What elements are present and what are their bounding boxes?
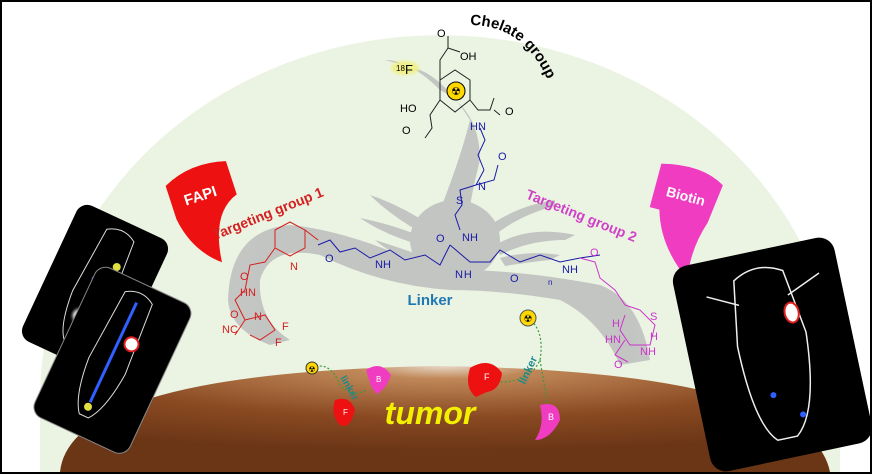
svg-text:☢: ☢ xyxy=(451,86,461,98)
b-label: B xyxy=(548,412,554,422)
linker-label: Linker xyxy=(407,292,452,309)
chem-o: O xyxy=(402,125,411,137)
chelate-structure xyxy=(424,36,501,139)
chem-o: O xyxy=(437,28,446,40)
chem-o: O xyxy=(230,309,239,321)
chem-o: O xyxy=(505,106,514,118)
scorpion-shadow xyxy=(228,60,650,365)
f-label: F xyxy=(343,408,348,417)
radiation-symbol-chelate: ☢ xyxy=(446,81,466,101)
chem-nh: NH xyxy=(640,346,656,358)
chem-o: O xyxy=(240,271,249,283)
svg-text:☢: ☢ xyxy=(524,314,533,325)
chem-f: F xyxy=(275,337,282,349)
chem-o: O xyxy=(590,247,599,259)
chem-nh: N H xyxy=(455,269,472,281)
chem-nc: NC xyxy=(222,324,238,336)
chem-hn: HN xyxy=(470,121,486,133)
isotope-symbol: F xyxy=(405,62,413,77)
chem-n: N xyxy=(478,181,486,193)
chem-o: O xyxy=(325,253,334,265)
chem-oh: OH xyxy=(460,51,477,63)
isotope-mass: 18 xyxy=(396,64,405,73)
tumor-label: tumor xyxy=(385,395,477,431)
chem-s: S xyxy=(456,195,463,207)
biotin-structure xyxy=(579,257,656,363)
chem-f: F xyxy=(282,321,289,333)
chem-hn: HN xyxy=(605,334,621,346)
chem-ho: HO xyxy=(400,103,417,115)
chem-n: N xyxy=(254,311,262,323)
fapi-badge: FAPI xyxy=(165,161,237,263)
chem-o: O xyxy=(510,273,519,285)
chem-nh: NH xyxy=(462,232,478,244)
biotin-badge: Biotin xyxy=(649,163,723,280)
chem-nh: NH xyxy=(562,264,578,276)
linker-structure xyxy=(317,127,601,266)
chem-o: O xyxy=(614,359,623,371)
pet-image-left-front xyxy=(33,266,192,454)
chem-hn: HN xyxy=(240,287,256,299)
fapi-structure xyxy=(234,221,319,341)
chem-o: O xyxy=(498,151,507,163)
chem-n-subscript: n xyxy=(548,278,552,287)
isotope-glow xyxy=(391,61,419,75)
chem-h: H xyxy=(650,331,658,343)
chem-nh: NH xyxy=(375,259,391,271)
tumor-tissue xyxy=(60,366,830,472)
svg-text:☢: ☢ xyxy=(308,365,315,374)
pet-image-right xyxy=(672,237,872,472)
f-label: F xyxy=(484,372,490,382)
chem-n: N xyxy=(290,261,298,273)
chem-o: O xyxy=(436,233,445,245)
chem-h: H xyxy=(612,318,620,330)
b-label: B xyxy=(376,375,381,384)
chem-s: S xyxy=(650,311,657,323)
